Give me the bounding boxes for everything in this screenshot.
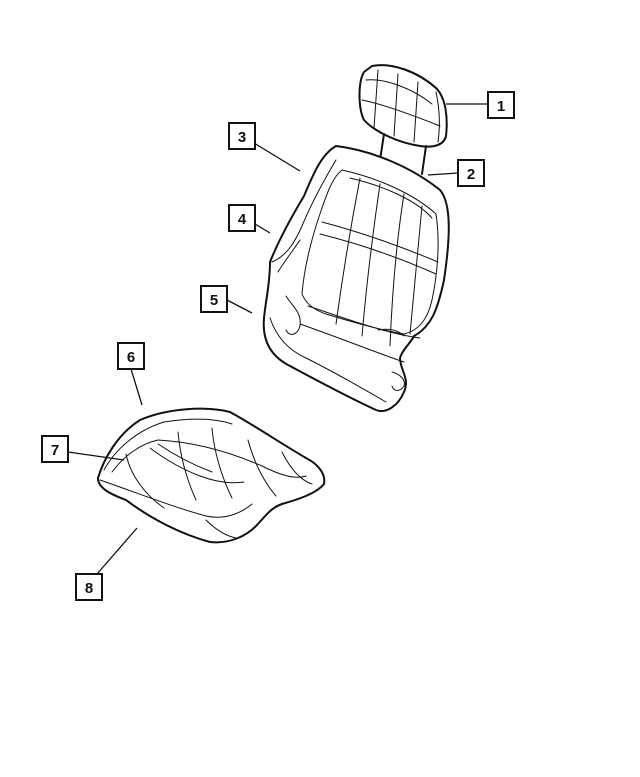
callout-label: 2: [467, 166, 475, 183]
callout-8: 8: [75, 573, 103, 601]
leader-7: [67, 451, 125, 461]
callout-label: 4: [238, 211, 247, 228]
leader-lines: [67, 103, 488, 575]
callout-3: 3: [228, 122, 256, 150]
leader-4: [254, 223, 271, 234]
headrest-post-left: [379, 133, 385, 161]
callout-2: 2: [457, 159, 485, 187]
callout-label: 1: [497, 98, 505, 115]
leader-3: [253, 142, 301, 172]
callout-label: 3: [238, 129, 246, 146]
callout-7: 7: [41, 435, 69, 463]
callout-4: 4: [228, 204, 256, 232]
seat-back: [262, 145, 450, 412]
headrest: [358, 64, 448, 175]
callout-label: 8: [85, 580, 93, 597]
callout-label: 7: [51, 442, 59, 459]
callout-label: 5: [210, 292, 218, 309]
callout-1: 1: [487, 91, 515, 119]
callout-6: 6: [117, 342, 145, 370]
callout-label: 6: [127, 349, 135, 366]
callout-5: 5: [200, 285, 228, 313]
leader-6: [130, 368, 143, 406]
leader-2: [427, 172, 459, 176]
leader-8: [96, 527, 138, 575]
seat-cushion: [97, 407, 326, 544]
leader-5: [226, 299, 253, 314]
headrest-post-right: [421, 145, 427, 175]
